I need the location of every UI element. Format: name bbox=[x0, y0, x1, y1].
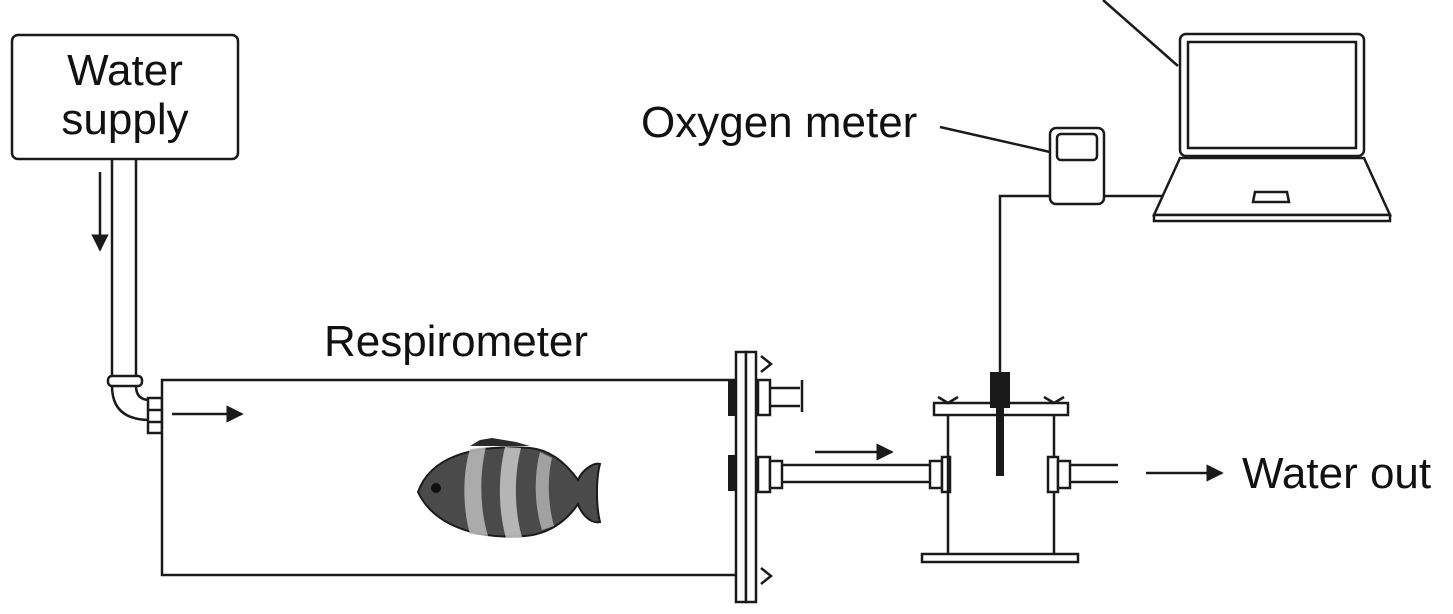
inlet-fitting bbox=[146, 396, 164, 435]
water-supply-box: Water supply bbox=[10, 33, 240, 161]
oxygen-meter-label: Oxygen meter bbox=[641, 98, 917, 147]
chamber-flange bbox=[728, 350, 804, 604]
chamber-base bbox=[920, 552, 1080, 564]
oxygen-meter-device bbox=[1048, 126, 1106, 206]
oxygen-meter-display bbox=[1055, 132, 1099, 162]
probe-cable bbox=[998, 194, 1052, 372]
supply-pipe bbox=[106, 159, 164, 435]
outflow-pipe bbox=[756, 455, 952, 494]
outlet-fitting bbox=[1046, 455, 1060, 494]
oxygen-probe bbox=[996, 406, 1004, 476]
water-supply-label-line2: supply bbox=[61, 95, 188, 144]
fish-icon bbox=[416, 438, 602, 538]
laptop-trackpad bbox=[1251, 190, 1291, 204]
oxygen-sensor-chamber bbox=[920, 372, 1118, 564]
water-out-label: Water out bbox=[1242, 449, 1431, 498]
top-wingnut-icon bbox=[760, 355, 774, 373]
upper-valve-fitting bbox=[756, 378, 772, 417]
lid-wingnut-right-icon bbox=[1043, 395, 1065, 405]
laptop-leader-line bbox=[1102, 0, 1179, 67]
oxygen-probe-head bbox=[990, 372, 1010, 408]
respirometer-label: Respirometer bbox=[324, 317, 588, 366]
bottom-wingnut-icon bbox=[760, 567, 774, 585]
laptop-icon bbox=[1152, 32, 1392, 223]
lid-wingnut-left-icon bbox=[937, 395, 959, 405]
laptop-keyboard-deck bbox=[1152, 156, 1392, 217]
laptop-screen bbox=[1186, 40, 1358, 150]
water-supply-label-line1: Water bbox=[67, 46, 183, 95]
oxygen-meter-leader-line bbox=[939, 125, 1051, 154]
pipe-collar bbox=[106, 374, 144, 388]
